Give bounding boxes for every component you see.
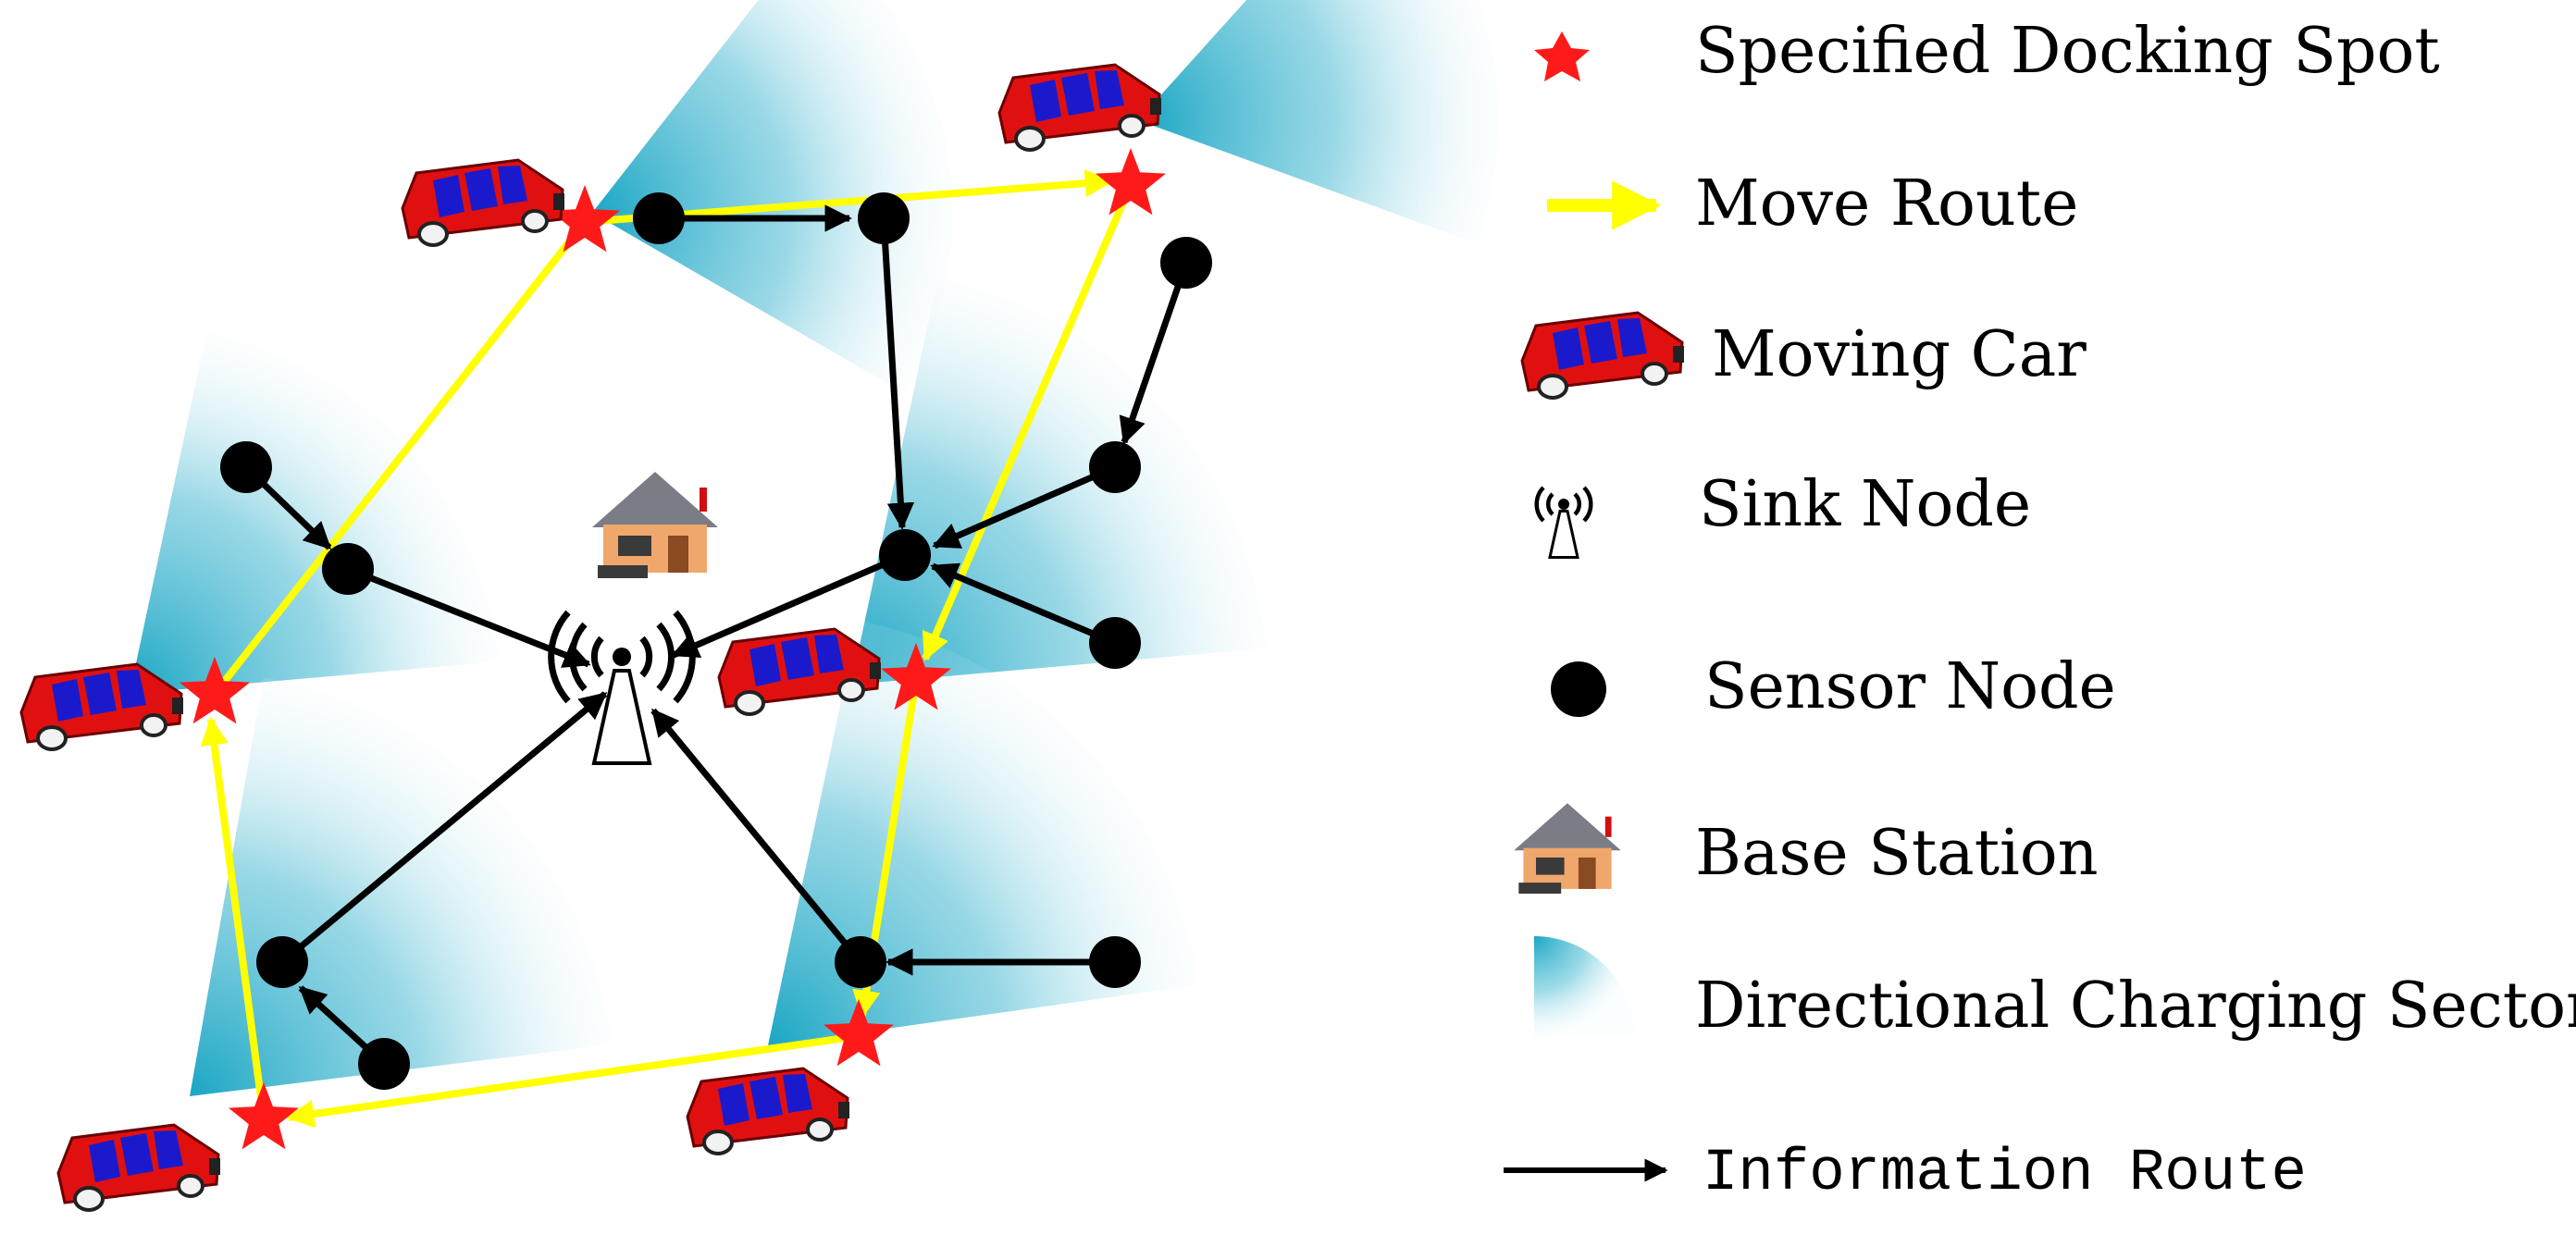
charging-sector: [130, 331, 499, 694]
move-route-line: [211, 219, 588, 697]
information-routes: [243, 204, 1190, 1067]
charging-sector: [190, 676, 613, 1096]
legend-item-docking-spot: Specified Docking Spot: [1534, 15, 2440, 88]
legend-item-sensor-node: Sensor Node: [1551, 650, 2116, 723]
legend: Specified Docking Spot Move Route Moving…: [1504, 15, 2576, 1207]
information-route-line: [1119, 261, 1190, 445]
docking-spots: [180, 148, 1166, 1150]
sensor-node: [879, 529, 931, 581]
information-route-line: [880, 217, 915, 530]
sensor-node: [835, 936, 886, 988]
sensor-node: [358, 1038, 410, 1090]
house-icon: [1514, 803, 1621, 894]
legend-item-charging-sector: Directional Charging Sector: [1534, 936, 2576, 1043]
legend-item-move-route: Move Route: [1547, 167, 2078, 241]
information-route-line: [346, 565, 591, 668]
charging-sector: [1138, 0, 1499, 244]
legend-label-information-route: Information Route: [1703, 1141, 2307, 1207]
charging-sector: [592, 0, 953, 393]
information-route-line: [279, 691, 608, 965]
sensor-nodes: [220, 192, 1212, 1090]
sensor-node: [256, 936, 308, 988]
sensor-node: [1089, 441, 1141, 493]
legend-label-sensor-node: Sensor Node: [1704, 650, 2116, 723]
red-star-icon: [1534, 31, 1590, 81]
legend-label-docking-spot: Specified Docking Spot: [1695, 15, 2440, 88]
sensor-node: [1160, 237, 1212, 289]
docking-spot-star: [1096, 148, 1166, 216]
legend-label-charging-sector: Directional Charging Sector: [1695, 969, 2576, 1043]
base-station-icon: [592, 472, 718, 578]
moving-car: [686, 1067, 849, 1155]
move-route-line: [200, 716, 267, 1120]
legend-label-moving-car: Moving Car: [1712, 318, 2087, 391]
docking-spot-star: [881, 643, 951, 710]
sensor-node: [1089, 617, 1141, 669]
docking-spot-star: [550, 185, 620, 253]
docking-spot-star: [824, 999, 894, 1067]
information-route-line: [932, 463, 1117, 550]
sink-node-icon: [548, 610, 696, 765]
moving-car: [56, 1123, 220, 1212]
antenna-tower-icon: [1534, 486, 1593, 559]
legend-item-base-station: Base Station: [1514, 803, 2099, 894]
moving-car: [401, 158, 564, 247]
legend-label-sink-node: Sink Node: [1699, 468, 2031, 541]
move-route-line: [285, 1032, 860, 1129]
information-route-line: [671, 551, 907, 659]
legend-label-base-station: Base Station: [1695, 817, 2099, 890]
information-route-line: [650, 708, 863, 965]
information-route-line: [930, 562, 1117, 647]
charging-sectors: [130, 0, 1499, 1096]
sensor-node: [1089, 936, 1141, 988]
docking-spot-star: [180, 657, 250, 724]
sensor-node: [633, 192, 685, 244]
sensor-node: [322, 543, 374, 595]
legend-label-move-route: Move Route: [1695, 167, 2078, 241]
black-dot-icon: [1551, 661, 1606, 717]
teal-sector-icon: [1534, 936, 1634, 1036]
moving-car: [19, 662, 183, 751]
docking-spot-star: [229, 1082, 299, 1150]
moving-car: [717, 627, 881, 716]
sensor-node: [858, 192, 910, 244]
moving-cars: [19, 63, 1161, 1212]
legend-item-sink-node: Sink Node: [1534, 468, 2031, 559]
red-car-icon: [1520, 311, 1684, 400]
legend-item-information-route: Information Route: [1504, 1141, 2307, 1207]
sensor-node: [220, 441, 272, 493]
legend-item-moving-car: Moving Car: [1520, 311, 2087, 400]
moving-car: [997, 63, 1161, 152]
